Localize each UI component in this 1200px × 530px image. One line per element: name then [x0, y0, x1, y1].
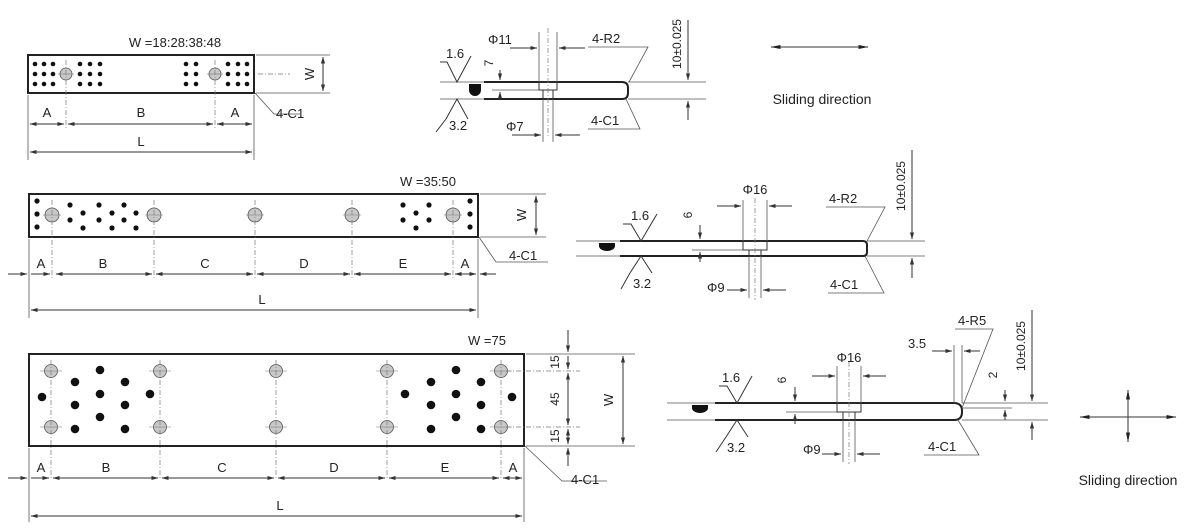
plate-1-l: L	[137, 134, 144, 149]
section-2-phi-bottom: Φ9	[707, 280, 725, 295]
section-3-phi-top: Φ16	[837, 350, 862, 365]
plate-3-b: B	[102, 460, 111, 475]
plate-2-graphite-dots	[34, 198, 473, 231]
section-1-rough-bottom: 3.2	[449, 118, 467, 133]
section-3-offset: 3.5	[908, 336, 926, 351]
plate-3-graphite-dots	[37, 365, 517, 434]
plate-3-width-label: W =75	[468, 333, 506, 348]
section-2: Φ16 6 4-R2 10±0.025 1.6 3.2 Φ9 4-C1	[576, 150, 925, 300]
section-1-phi-bottom: Φ7	[506, 119, 524, 134]
plate-3-top-margin: 15	[548, 355, 562, 369]
section-3-step: 2	[986, 371, 1000, 378]
plate-2-w-dim: W	[514, 208, 529, 221]
plate-3-chamfer: 4-C1	[571, 472, 599, 487]
plate-2-a-left: A	[37, 256, 46, 271]
section-3-depth: 6	[775, 376, 789, 383]
plate-3-a-left: A	[37, 460, 46, 475]
plate-3-bolt-holes	[40, 360, 512, 480]
plate-1-w-dim: W	[302, 67, 317, 80]
section-3-rough-bottom: 3.2	[727, 440, 745, 455]
plate-3-middle: 45	[548, 392, 562, 406]
section-1-rough-top: 1.6	[446, 46, 464, 61]
plate-1-outline	[27, 54, 255, 94]
plate-3-d: D	[329, 460, 338, 475]
plate-2-e: E	[399, 256, 408, 271]
section-1: Φ11 7 4-R2 10±0.025 1.6 3.2 Φ7 4-C1	[435, 19, 706, 142]
section-2-chamfer: 4-C1	[830, 277, 858, 292]
plate-2-chamfer: 4-C1	[509, 248, 537, 263]
plate-2-bolt-holes	[43, 200, 462, 278]
sliding-direction-2: Sliding direction	[1079, 389, 1178, 488]
plate-1-b: B	[137, 105, 146, 120]
plate-3-bottom-margin: 15	[548, 429, 562, 443]
plate-2-b: B	[99, 256, 108, 271]
section-3-chamfer: 4-C1	[928, 439, 956, 454]
section-2-rough-bottom: 3.2	[633, 276, 651, 291]
section-1-radius: 4-R2	[592, 31, 620, 46]
plate-1-a-right: A	[231, 105, 240, 120]
section-2-rough-top: 1.6	[631, 208, 649, 223]
plate-2-c: C	[200, 256, 209, 271]
plate-2-l: L	[258, 292, 265, 307]
section-3-radius: 4-R5	[958, 313, 986, 328]
four-way-arrow-icon	[1079, 389, 1177, 443]
section-1-graphite-plug	[469, 84, 481, 96]
plate-1-graphite-dots	[32, 61, 250, 87]
sliding-direction-1-label: Sliding direction	[773, 91, 872, 107]
plate-1-bolt-holes	[58, 60, 223, 130]
section-3-graphite-plug	[692, 405, 708, 413]
plate-2-outline	[28, 193, 479, 238]
section-2-radius: 4-R2	[829, 191, 857, 206]
plate-2-width-label: W =35:50	[400, 174, 456, 189]
plate-3: W =75	[8, 330, 635, 522]
section-1-chamfer: 4-C1	[591, 113, 619, 128]
plate-3-c: C	[217, 460, 226, 475]
sliding-direction-2-label: Sliding direction	[1079, 472, 1178, 488]
plate-1: W =18:28:38:48 W 4-C	[27, 35, 330, 160]
section-3-thickness: 10±0.025	[1014, 321, 1028, 371]
plate-1-a-left: A	[43, 105, 52, 120]
plate-3-a-right: A	[509, 460, 518, 475]
plate-3-outline	[28, 353, 525, 447]
plate-1-width-label: W =18:28:38:48	[129, 35, 221, 50]
section-3-phi-bottom: Φ9	[803, 442, 821, 457]
section-2-depth: 6	[681, 211, 695, 218]
section-2-phi-top: Φ16	[743, 182, 768, 197]
plate-2-a-right: A	[461, 256, 470, 271]
plate-1-chamfer: 4-C1	[276, 106, 304, 121]
plate-3-w-dim: W	[601, 393, 616, 406]
section-1-depth: 7	[482, 59, 496, 66]
section-3-rough-top: 1.6	[722, 370, 740, 385]
section-2-thickness: 10±0.025	[894, 161, 908, 211]
plate-2-d: D	[299, 256, 308, 271]
plate-3-l: L	[276, 498, 283, 513]
sliding-direction-1: Sliding direction	[770, 45, 872, 107]
section-1-thickness: 10±0.025	[670, 19, 684, 69]
plate-2: W =35:50 W 4-C1	[8, 174, 548, 318]
section-2-graphite-plug	[599, 243, 615, 251]
section-3: Φ16 6 3.5 4-R5 2 10±0.025 1.6 3.2	[667, 310, 1048, 464]
plate-3-e: E	[441, 460, 450, 475]
section-1-phi-top: Φ11	[488, 32, 512, 47]
